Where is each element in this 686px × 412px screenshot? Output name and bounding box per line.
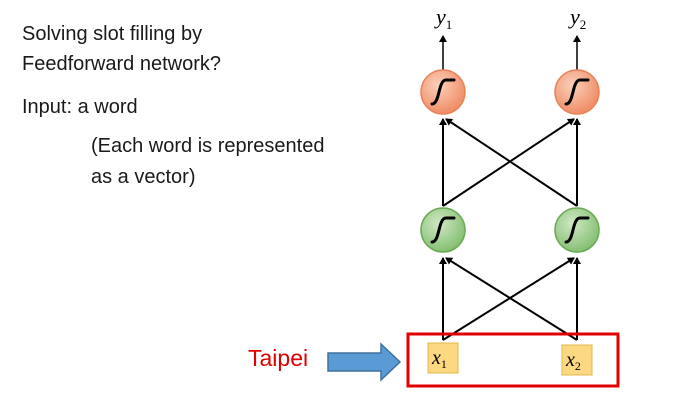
input-arrow-icon (327, 342, 402, 382)
title-line-1: Solving slot filling by (22, 23, 203, 45)
hidden-to-output-connections (439, 118, 581, 207)
hidden-neuron-2 (554, 207, 600, 253)
input-word-taipei: Taipei (248, 345, 309, 371)
note-line-2: as a vector) (91, 166, 196, 188)
input-label: Input: a word (22, 96, 138, 118)
svg-text:x2: x2 (565, 349, 581, 373)
connection-h1-o2 (442, 118, 575, 207)
hidden-neuron-1 (420, 207, 466, 253)
connection-x1-h2 (442, 257, 575, 341)
output-label-2: y2 (568, 4, 586, 32)
sigmoid-icon (564, 78, 590, 106)
input-highlight-box (406, 332, 620, 388)
title-line-2: Feedforward network? (22, 53, 221, 75)
output-label-1: y1 (434, 4, 452, 32)
connection-h2-o1 (445, 118, 578, 207)
sigmoid-icon (564, 216, 590, 244)
note-line-1: (Each word is represented (91, 135, 325, 157)
svg-text:x1: x1 (431, 347, 447, 371)
input-to-hidden-connections (439, 257, 581, 341)
output-neuron-2 (554, 69, 600, 115)
output-neuron-1 (420, 69, 466, 115)
input-x2: x2 (561, 344, 593, 376)
sigmoid-icon (430, 78, 456, 106)
input-x1: x1 (427, 342, 459, 374)
connection-x2-h1 (445, 257, 578, 341)
sigmoid-icon (430, 216, 456, 244)
output-arrows (439, 35, 581, 70)
